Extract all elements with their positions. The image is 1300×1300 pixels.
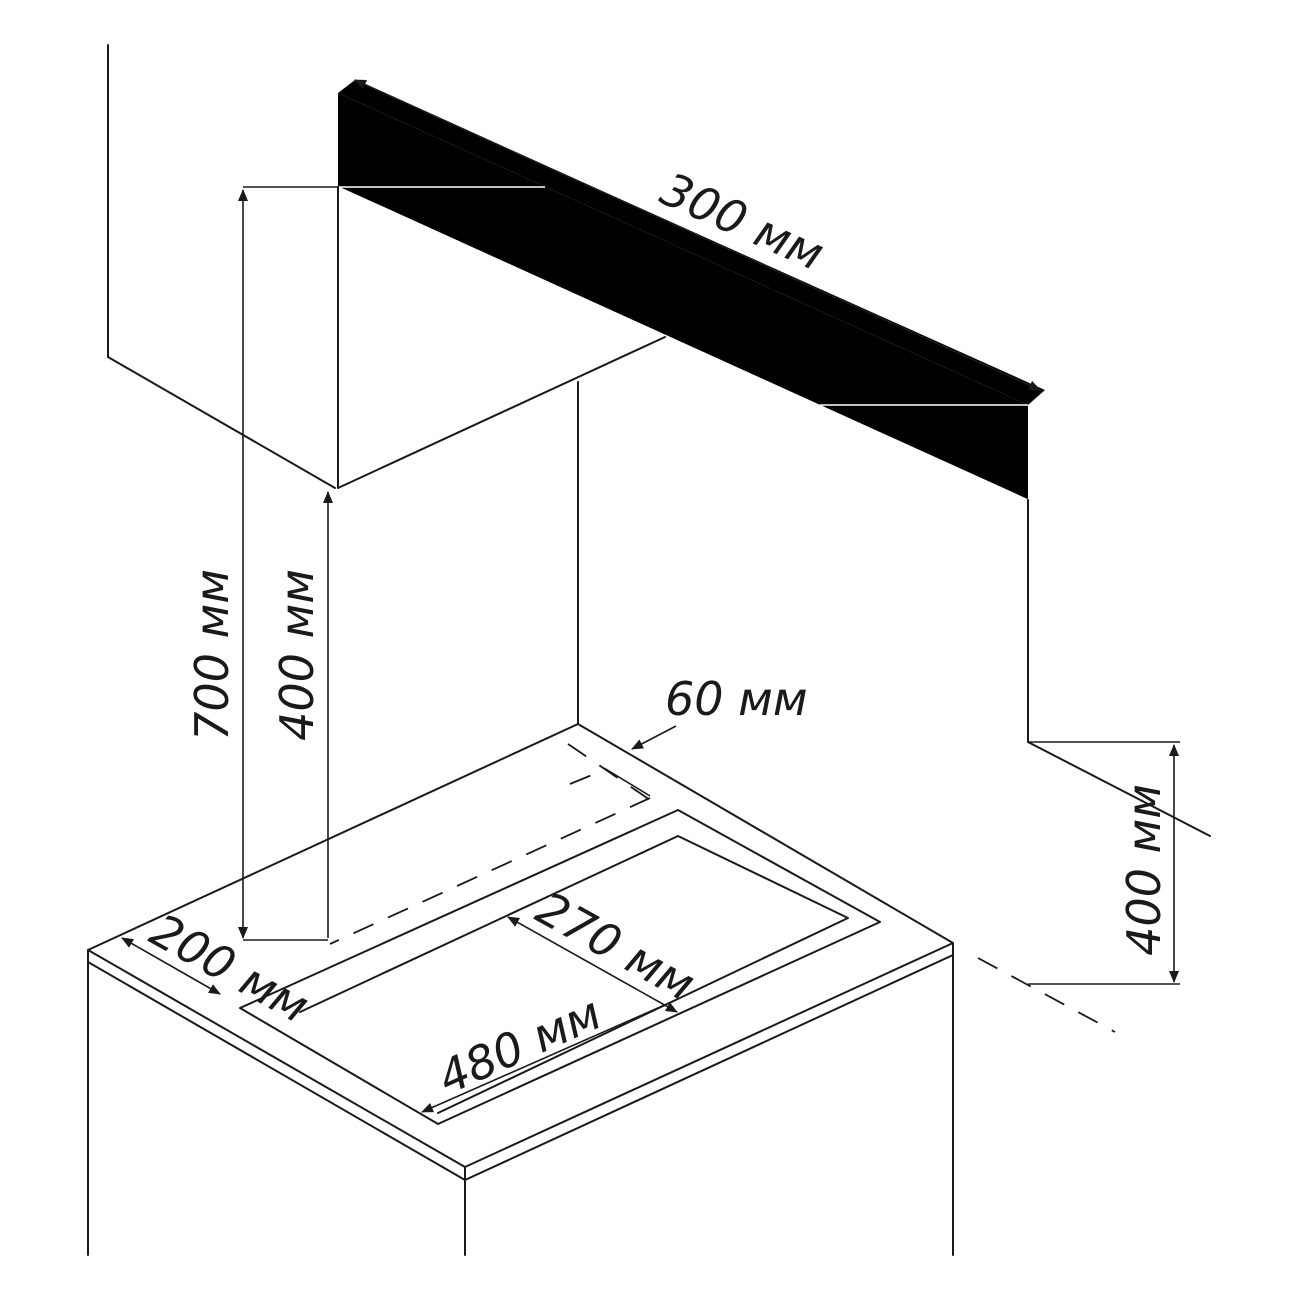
shelf-top-face: [338, 80, 1045, 405]
dimension-shelf-width: [354, 79, 1041, 391]
label-cutout-depth: 270 мм: [528, 881, 704, 1012]
label-height-top: 700 мм: [185, 569, 239, 741]
label-offset-back: 60 мм: [665, 672, 808, 726]
dimension-offset-side: [121, 937, 221, 995]
dimension-cutout-depth: [507, 916, 678, 1013]
dimension-cutout-width: [421, 999, 677, 1113]
hob-cutout: [239, 809, 881, 1125]
dimension-height-right: [1028, 741, 1180, 985]
dimension-offset-back: [603, 725, 677, 797]
projection-lines: [329, 743, 1116, 1033]
shelf: [337, 80, 1045, 501]
wall-outline: [107, 44, 336, 489]
cabinet: [87, 723, 954, 1256]
shelf-front-face: [338, 93, 1028, 500]
label-height-bottom: 400 мм: [270, 569, 324, 741]
label-offset-side: 200 мм: [142, 903, 318, 1034]
dimension-height-top: [238, 186, 338, 941]
label-height-right: 400 мм: [1117, 784, 1171, 956]
